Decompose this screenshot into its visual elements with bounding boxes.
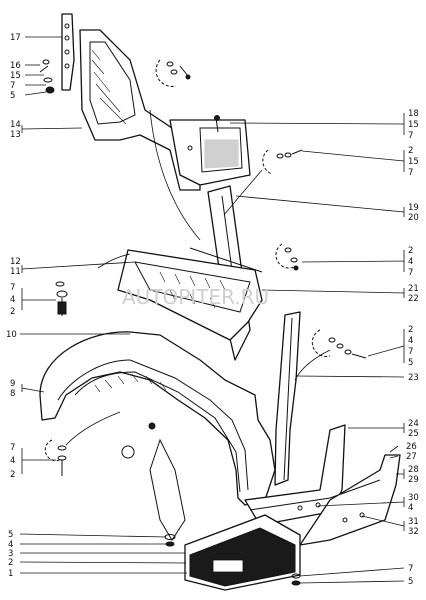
hardware-set-left-mid xyxy=(55,281,68,316)
label-5b: 5 xyxy=(8,530,13,540)
label-r7c: 7 xyxy=(408,268,413,278)
label-r31: 31 xyxy=(408,517,419,527)
label-14: 14 xyxy=(10,120,21,130)
label-4b: 4 xyxy=(10,456,15,466)
label-r2b: 2 xyxy=(408,246,413,256)
label-r22: 22 xyxy=(408,294,419,304)
label-4: 4 xyxy=(10,295,15,305)
labels-left: 17 16 15 7 5 14 13 12 11 7 4 2 10 9 8 7 … xyxy=(6,33,21,579)
label-r27: 27 xyxy=(406,452,417,462)
label-r7b: 7 xyxy=(408,168,413,178)
label-2c: 2 xyxy=(8,558,13,568)
battery-frame xyxy=(244,424,401,546)
watermark: AUTOPITER.RU xyxy=(122,285,269,309)
label-r7: 7 xyxy=(408,131,413,141)
label-3: 3 xyxy=(8,549,13,559)
label-r30: 30 xyxy=(408,493,419,503)
fender-9 xyxy=(39,331,276,541)
label-r15: 15 xyxy=(408,120,419,130)
label-15: 15 xyxy=(10,71,21,81)
hardware-set-right-mid xyxy=(311,329,367,359)
label-r5b: 5 xyxy=(408,577,413,587)
box-bracket-18 xyxy=(169,115,251,186)
battery xyxy=(184,514,301,591)
label-r25: 25 xyxy=(408,429,419,439)
label-r19: 19 xyxy=(408,203,419,213)
label-8: 8 xyxy=(10,389,15,399)
label-r4: 4 xyxy=(408,257,413,267)
label-1: 1 xyxy=(8,569,13,579)
panel-12 xyxy=(117,247,263,341)
support-arm-14 xyxy=(79,29,201,191)
label-r7e: 7 xyxy=(408,564,413,574)
leader-lines-right xyxy=(229,113,405,584)
label-12: 12 xyxy=(10,257,21,267)
bracket-17 xyxy=(61,13,75,91)
label-16: 16 xyxy=(10,61,21,71)
hardware-set-18 xyxy=(155,59,191,87)
label-r21: 21 xyxy=(408,284,419,294)
labels-right: 18 15 7 2 15 7 19 20 2 4 7 21 22 2 4 7 5… xyxy=(406,109,419,587)
label-r29: 29 xyxy=(408,475,419,485)
label-r5: 5 xyxy=(408,358,413,368)
label-r32: 32 xyxy=(408,527,419,537)
label-r4c: 4 xyxy=(408,503,413,513)
label-r20: 20 xyxy=(408,213,419,223)
label-5: 5 xyxy=(10,91,15,101)
label-10: 10 xyxy=(6,330,17,340)
label-11: 11 xyxy=(10,267,21,277)
label-r18: 18 xyxy=(408,109,419,119)
label-7: 7 xyxy=(10,81,15,91)
label-r7d: 7 xyxy=(408,347,413,357)
label-2: 2 xyxy=(10,307,15,317)
label-17: 17 xyxy=(10,33,21,43)
hardware-set-top-left xyxy=(39,59,55,94)
label-r23: 23 xyxy=(408,373,419,383)
label-r4b: 4 xyxy=(408,336,413,346)
label-7b: 7 xyxy=(10,283,15,293)
label-4c: 4 xyxy=(8,540,13,550)
label-13: 13 xyxy=(10,130,21,140)
hardware-set-2-4-7 xyxy=(275,243,299,271)
strut-23 xyxy=(274,311,301,486)
label-9: 9 xyxy=(10,379,15,389)
hardware-set-2-15-7 xyxy=(262,149,303,175)
leader-lines-left xyxy=(19,36,187,574)
label-r24: 24 xyxy=(408,419,419,429)
label-r2c: 2 xyxy=(408,325,413,335)
label-7c: 7 xyxy=(10,443,15,453)
label-r15b: 15 xyxy=(408,157,419,167)
label-2b: 2 xyxy=(10,470,15,480)
label-r26: 26 xyxy=(406,442,417,452)
label-r28: 28 xyxy=(408,465,419,475)
hardware-set-left-low xyxy=(44,439,67,476)
label-r2: 2 xyxy=(408,146,413,156)
